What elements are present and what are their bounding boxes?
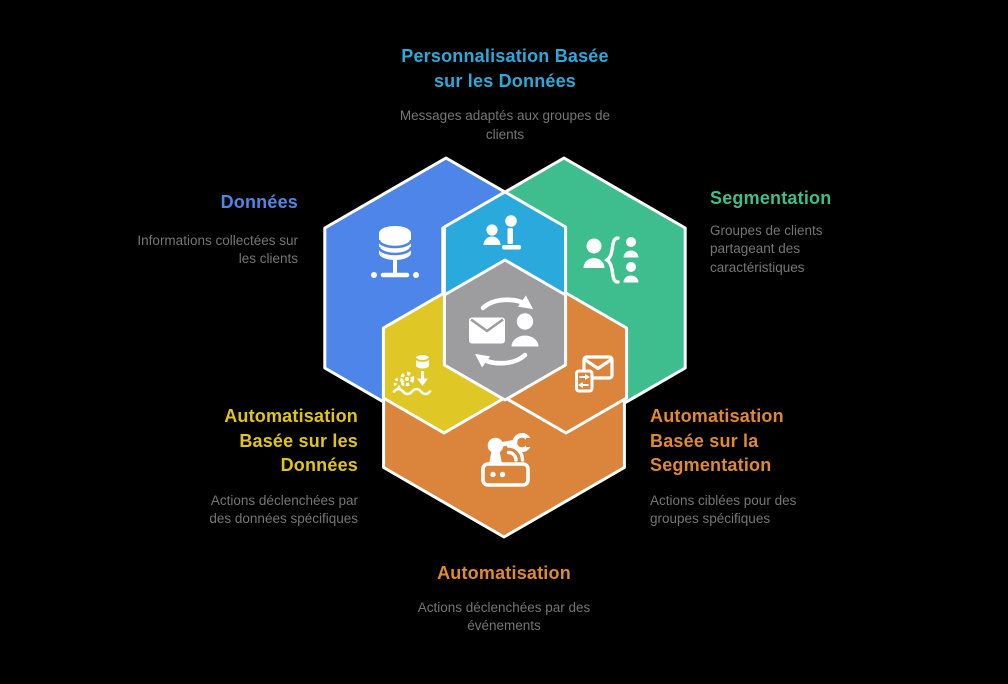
- audience-split-icon: [583, 236, 639, 284]
- desc-line: Actions déclenchées par des: [417, 599, 591, 615]
- automatisation-segmentation-description: Actions ciblées pour des groupes spécifi…: [650, 492, 900, 529]
- desc-line: Actions déclenchées par: [210, 492, 358, 508]
- automatisation-donnees-title: Automatisation Basée sur les Données: [108, 404, 358, 478]
- title-line: sur les Données: [433, 70, 577, 91]
- label-block-segmentation: Segmentation Groupes de clients partagea…: [710, 186, 940, 277]
- desc-line: caractéristiques: [710, 259, 805, 275]
- title-line: Données: [280, 455, 358, 475]
- label-block-personnalisation: Personnalisation Basée sur les Données M…: [329, 44, 681, 144]
- title-line: Segmentation: [710, 188, 832, 208]
- desc-line: les clients: [238, 251, 298, 266]
- title-line: Segmentation: [650, 455, 772, 475]
- title-line: Personnalisation Basée: [401, 46, 609, 66]
- desc-line: groupes spécifiques: [650, 511, 771, 526]
- data-to-gears-icon: [392, 355, 432, 396]
- desc-line: clients: [485, 126, 525, 142]
- title-line: Automatisation: [650, 406, 784, 426]
- automatisation-donnees-description: Actions déclenchées par des données spéc…: [108, 492, 358, 529]
- title-line: Automatisation: [437, 563, 571, 583]
- desc-line: Groupes de clients: [710, 222, 823, 238]
- automatisation-description: Actions déclenchées par des événements: [354, 599, 654, 636]
- title-line: Données: [220, 192, 298, 212]
- title-line: Automatisation: [224, 406, 358, 426]
- title-line: Basée sur les: [239, 430, 358, 451]
- robot-arm-icon: [481, 432, 536, 487]
- people-presentation-icon: [483, 215, 521, 250]
- label-block-automatisation-donnees: Automatisation Basée sur les Données Act…: [108, 404, 358, 529]
- personnalisation-title: Personnalisation Basée sur les Données: [329, 44, 681, 93]
- desc-line: Informations collectées sur: [137, 232, 298, 248]
- desc-line: des données spécifiques: [209, 511, 358, 526]
- automatisation-title: Automatisation: [354, 561, 654, 586]
- desc-line: Actions ciblées pour des: [650, 492, 797, 508]
- donnees-title: Données: [48, 190, 298, 215]
- title-line: Basée sur la: [650, 430, 759, 451]
- label-block-donnees: Données Informations collectées sur les …: [48, 190, 298, 269]
- mail-person-sync-icon: [469, 295, 539, 368]
- label-block-automatisation: Automatisation Actions déclenchées par d…: [354, 561, 654, 636]
- mail-transfer-icon: [575, 355, 614, 393]
- segmentation-description: Groupes de clients partageant des caract…: [710, 222, 940, 278]
- desc-line: partageant des: [710, 241, 801, 256]
- donnees-description: Informations collectées sur les clients: [48, 232, 298, 269]
- label-block-automatisation-segmentation: Automatisation Basée sur la Segmentation…: [650, 404, 900, 529]
- personnalisation-description: Messages adaptés aux groupes de clients: [329, 107, 681, 144]
- automatisation-segmentation-title: Automatisation Basée sur la Segmentation: [650, 404, 900, 478]
- desc-line: événements: [467, 618, 541, 633]
- database-icon: [371, 226, 419, 278]
- segmentation-title: Segmentation: [710, 186, 940, 211]
- desc-line: Messages adaptés aux groupes de: [399, 108, 611, 123]
